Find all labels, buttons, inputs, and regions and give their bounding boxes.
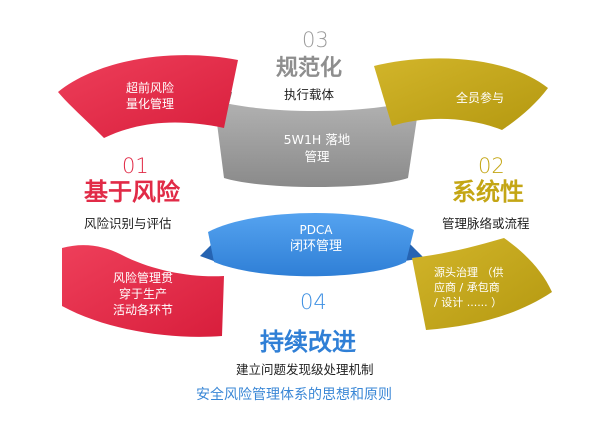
section-04-subtitle: 建立问题发现级处理机制 (236, 362, 374, 377)
section-01-subtitle: 风险识别与评估 (84, 216, 172, 231)
gray-center-label: 5W1H 落地 管理 (262, 132, 372, 166)
gold-bottom-line-3: / 设计 ...... ） (434, 295, 503, 309)
section-02-number: 02 (478, 154, 505, 178)
red-bottom-line-3: 活动各环节 (112, 303, 173, 318)
gold-bottom-band (412, 238, 552, 330)
red-top-line-2: 量化管理 (125, 97, 174, 112)
blue-center-label: PDCA 闭环管理 (270, 222, 362, 256)
gold-top-band (374, 58, 548, 130)
gray-arc-band (214, 98, 420, 187)
gold-top-band-label: 全员参与 (438, 90, 522, 106)
section-04-number: 04 (300, 290, 327, 314)
blue-center-line-2: 闭环管理 (289, 239, 342, 255)
gold-bottom-line-1: 源头治理 （供 (434, 266, 504, 279)
gold-top-line-1: 全员参与 (455, 91, 504, 105)
blue-arc-band (208, 212, 414, 277)
section-03-number: 03 (302, 28, 329, 52)
section-03-subtitle: 执行载体 (284, 87, 335, 102)
gold-bottom-band-label: 源头治理 （供 应商 / 承包商 / 设计 ...... ） (434, 266, 544, 311)
red-top-line-1: 超前风险 (125, 81, 174, 95)
red-top-band-label: 超前风险 量化管理 (108, 80, 192, 112)
gray-center-line-2: 管理 (304, 148, 330, 164)
blue-center-line-1: PDCA (299, 223, 333, 237)
section-04-heading: 持续改进 (260, 328, 356, 356)
section-02-heading: 系统性 (452, 178, 524, 206)
red-bottom-line-2: 穿于生产 (118, 287, 167, 302)
red-top-band (58, 55, 238, 138)
red-bottom-band-label: 风险管理贯 穿于生产 活动各环节 (94, 270, 192, 319)
red-bottom-line-1: 风险管理贯 (112, 271, 173, 285)
footer-caption: 安全风险管理体系的思想和原则 (196, 387, 392, 403)
red-bottom-band (62, 245, 224, 337)
section-02-subtitle: 管理脉络或流程 (442, 216, 530, 231)
section-03-heading: 规范化 (276, 56, 343, 81)
section-01-number: 01 (122, 154, 149, 178)
gray-center-line-1: 5W1H 落地 (283, 132, 351, 147)
section-01-heading: 基于风险 (84, 178, 180, 206)
gold-bottom-line-2: 应商 / 承包商 (434, 280, 500, 294)
